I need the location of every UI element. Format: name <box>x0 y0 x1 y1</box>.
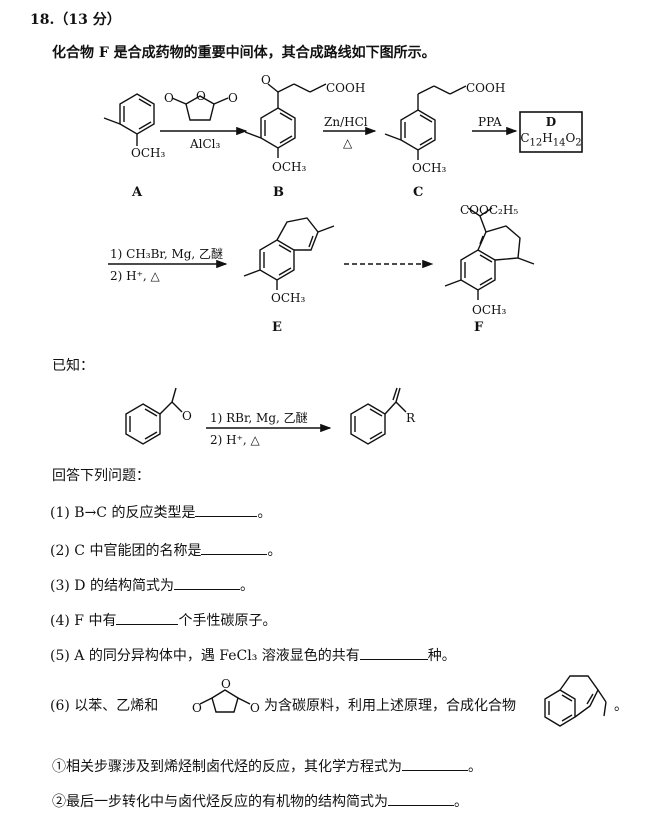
arrow-2-top: Zn/HCl <box>324 115 368 129</box>
anhydride-inline <box>199 689 251 713</box>
c-cooh: COOH <box>466 81 505 95</box>
d-formula: C12H14O2 <box>520 131 582 149</box>
label-e: E <box>272 320 282 335</box>
answer-intro: 回答下列问题： <box>52 468 150 484</box>
question-intro: 化合物 F 是合成药物的重要中间体，其合成路线如下图所示。 <box>52 45 436 61</box>
question-2: (2) C 中官能团的名称是。 <box>50 540 281 561</box>
arrow-4-bottom: 2) H⁺, △ <box>110 269 161 283</box>
f-cooc2h5: COOC₂H₅ <box>460 203 518 217</box>
known-arrow-top: 1) RBr, Mg, 乙醚 <box>210 411 308 425</box>
answer-blank-5[interactable] <box>359 645 428 660</box>
arrow-2-bottom: △ <box>343 136 353 150</box>
e-och3: OCH₃ <box>271 291 305 305</box>
f-och3: OCH₃ <box>472 303 506 317</box>
answer-blank-6-1[interactable] <box>402 756 468 771</box>
svg-text:O: O <box>192 701 202 715</box>
question-3: (3) D 的结构简式为。 <box>50 575 254 596</box>
svg-text:R: R <box>406 411 416 425</box>
question-5: (5) A 的同分异构体中，遇 FeCl₃ 溶液显色的共有种。 <box>50 645 456 666</box>
question-6-post: 。 <box>614 698 628 714</box>
question-6-pre: (6) 以苯、乙烯和 <box>50 698 159 714</box>
svg-text:O: O <box>250 701 260 715</box>
svg-text:O: O <box>221 677 231 691</box>
question-4: (4) F 中有个手性碳原子。 <box>50 610 276 631</box>
question-1: (1) B→C 的反应类型是。 <box>50 502 271 523</box>
compound-e-structure <box>243 217 335 290</box>
arrow-1-reagent: AlCl₃ <box>189 137 221 151</box>
svg-text:O: O <box>182 409 192 423</box>
anhydride-reagent-1 <box>171 95 229 121</box>
arrow-3-reagent: PPA <box>478 115 502 129</box>
compound-c-structure <box>384 85 467 160</box>
label-f: F <box>474 320 484 335</box>
svg-text:O: O <box>228 91 238 105</box>
b-och3: OCH₃ <box>272 160 306 174</box>
label-a: A <box>132 185 143 200</box>
question-header: 18.（13 分） <box>30 12 121 28</box>
known-label: 已知： <box>52 358 94 374</box>
label-b: B <box>273 185 284 200</box>
question-6-sub-1: ①相关步骤涉及到烯烃制卤代烃的反应，其化学方程式为。 <box>52 756 482 777</box>
d-box <box>519 111 583 153</box>
b-cooh: COOH <box>326 81 365 95</box>
answer-blank-4[interactable] <box>116 610 179 625</box>
question-6-sub-2: ②最后一步转化中与卤代烃反应的有机物的结构简式为。 <box>52 791 468 812</box>
answer-blank-1[interactable] <box>195 502 258 517</box>
svg-text:O: O <box>261 73 271 87</box>
answer-blank-2[interactable] <box>201 540 268 555</box>
acetophenone-structure <box>125 387 183 445</box>
answer-blank-3[interactable] <box>173 575 240 590</box>
answer-blank-6-2[interactable] <box>388 791 454 806</box>
known-arrow-bottom: 2) H⁺, △ <box>210 433 261 447</box>
compound-b-structure <box>244 83 327 158</box>
svg-text:O: O <box>196 89 206 103</box>
product-alkene-structure <box>350 387 407 445</box>
label-c: C <box>413 185 424 200</box>
svg-text:O: O <box>164 91 174 105</box>
compound-f-structure <box>444 207 535 300</box>
d-name: D <box>545 115 557 129</box>
arrow-4-top: 1) CH₃Br, Mg, 乙醚 <box>110 247 223 261</box>
c-och3: OCH₃ <box>412 161 446 175</box>
compound-a-structure <box>103 93 155 146</box>
a-och3: OCH₃ <box>131 146 165 160</box>
target-compound-structure <box>544 675 607 727</box>
question-6-mid: 为含碳原料，利用上述原理，合成化合物 <box>264 698 516 714</box>
